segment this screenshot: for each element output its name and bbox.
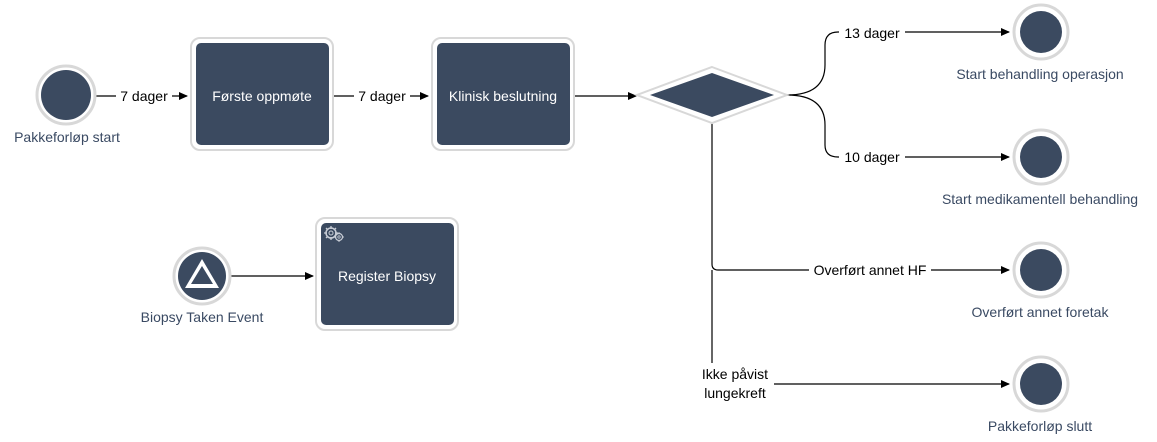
edge-gateway-to-operasjon[interactable]: 13 dager bbox=[786, 23, 1010, 96]
exclusive-gateway[interactable] bbox=[634, 65, 790, 125]
edge-gateway-to-medikamentell[interactable]: 10 dager bbox=[786, 94, 1010, 167]
end-event-slutt-label: Pakkeforløp slutt bbox=[988, 418, 1092, 434]
edge-label-start-to-forste: 7 dager bbox=[120, 88, 168, 104]
gear-icon bbox=[324, 226, 344, 242]
end-event-medikamentell[interactable] bbox=[1012, 128, 1070, 186]
edge-gateway-to-overfort[interactable]: Overført annet HF bbox=[711, 109, 1010, 280]
edge-label-gateway-to-medikamentell: 10 dager bbox=[844, 149, 900, 165]
end-event-operasjon-label: Start behandling operasjon bbox=[956, 66, 1123, 82]
biopsy-taken-event[interactable] bbox=[172, 246, 232, 306]
task-register-biopsy[interactable]: Register Biopsy bbox=[315, 217, 459, 331]
end-event-medikamentell-label: Start medikamentell behandling bbox=[942, 191, 1138, 207]
start-event[interactable] bbox=[35, 64, 97, 126]
edge-label-gateway-to-slutt-line1: Ikke påvist bbox=[702, 366, 768, 382]
task-klinisk-beslutning[interactable]: Klinisk beslutning bbox=[431, 37, 575, 151]
task-register-biopsy-label: Register Biopsy bbox=[338, 268, 436, 284]
end-event-overfort[interactable] bbox=[1012, 241, 1070, 299]
edge-label-gateway-to-overfort: Overført annet HF bbox=[814, 262, 927, 278]
task-klinisk-beslutning-label: Klinisk beslutning bbox=[449, 88, 557, 104]
edge-gateway-to-slutt[interactable]: Ikke påvist lungekreft bbox=[692, 270, 1010, 403]
edge-label-gateway-to-slutt-line2: lungekreft bbox=[704, 385, 766, 401]
start-event-label: Pakkeforløp start bbox=[14, 129, 120, 145]
task-forste-oppmote-label: Første oppmøte bbox=[212, 88, 312, 104]
edge-label-forste-to-klinisk: 7 dager bbox=[358, 88, 406, 104]
edge-label-gateway-to-operasjon: 13 dager bbox=[844, 25, 900, 41]
end-event-slutt[interactable] bbox=[1012, 355, 1070, 413]
signal-triangle-icon bbox=[185, 259, 219, 288]
edge-forste-to-klinisk[interactable]: 7 dager bbox=[331, 86, 429, 106]
task-forste-oppmote[interactable]: Første oppmøte bbox=[190, 37, 334, 151]
end-event-overfort-label: Overført annet foretak bbox=[972, 304, 1110, 320]
edge-start-to-forste[interactable]: 7 dager bbox=[96, 86, 188, 106]
biopsy-taken-event-label: Biopsy Taken Event bbox=[141, 309, 264, 325]
end-event-operasjon[interactable] bbox=[1012, 3, 1070, 61]
